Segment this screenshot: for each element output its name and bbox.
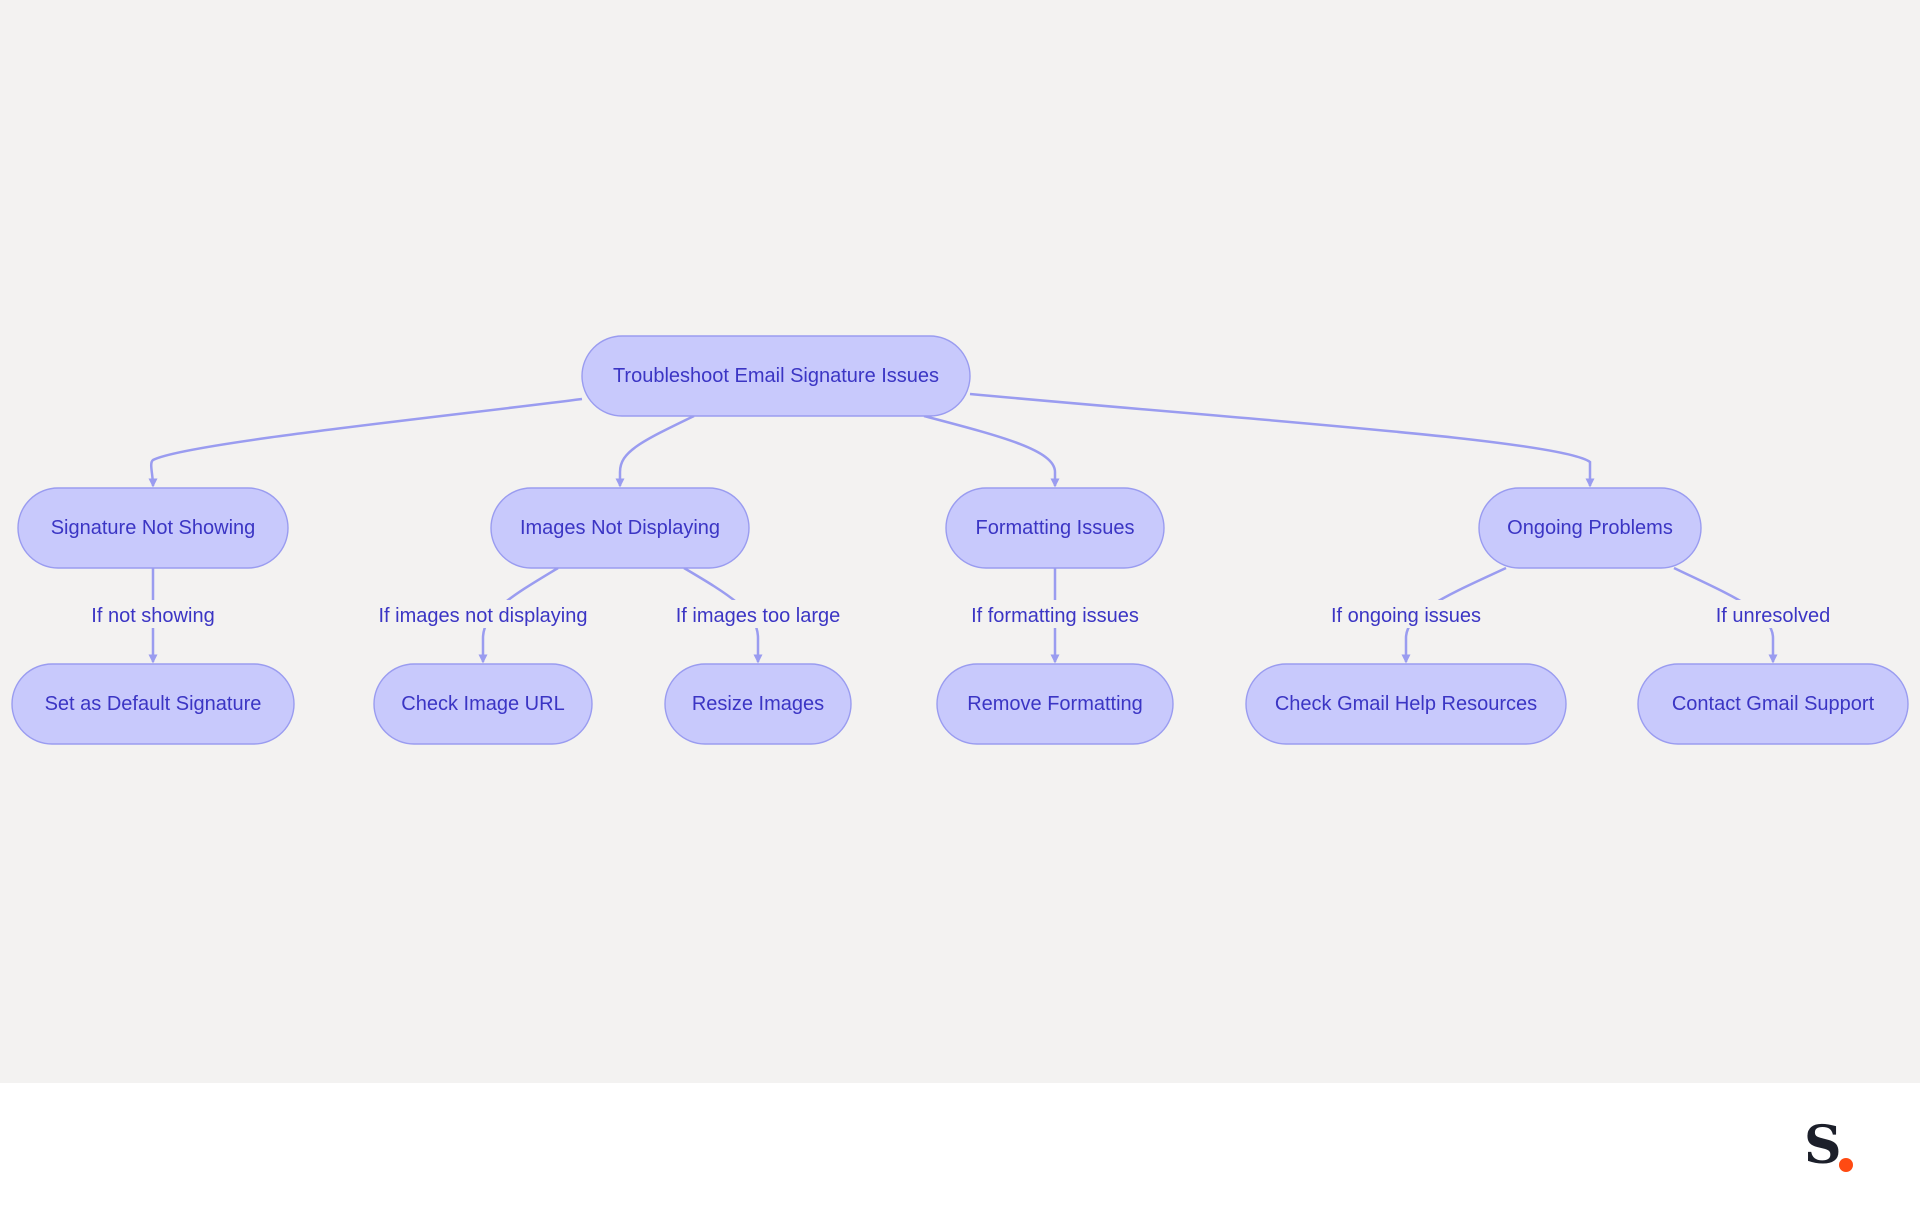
node-check-gmail-help-resources-shape bbox=[1245, 663, 1567, 745]
node-formatting-issues-shape bbox=[945, 487, 1165, 569]
brand-logo-dot-icon bbox=[1839, 1158, 1853, 1172]
edge-label-bg bbox=[84, 600, 222, 628]
node-set-as-default-signature: Set as Default Signature bbox=[11, 663, 295, 745]
edge-label-if-not-showing: If not showing bbox=[91, 605, 214, 627]
node-resize-images: Resize Images bbox=[664, 663, 852, 745]
node-ongoing-problems: Ongoing Problems bbox=[1478, 487, 1702, 569]
node-formatting-issues: Formatting Issues bbox=[945, 487, 1165, 569]
node-resize-images-shape bbox=[664, 663, 852, 745]
diagram-canvas: If not showing If images not displaying … bbox=[0, 0, 1920, 1083]
node-remove-formatting-label: Remove Formatting bbox=[967, 693, 1143, 715]
edge-labels: If not showing If images not displaying … bbox=[84, 600, 1836, 628]
node-set-as-default-signature-shape bbox=[11, 663, 295, 745]
edge-root-to-formatting-issues bbox=[923, 414, 1060, 488]
edge-label-bg bbox=[670, 600, 846, 628]
node-signature-not-showing: Signature Not Showing bbox=[17, 487, 289, 569]
edge-label-bg bbox=[372, 600, 594, 628]
node-check-image-url-label: Check Image URL bbox=[401, 693, 564, 715]
node-root-label: Troubleshoot Email Signature Issues bbox=[613, 365, 939, 387]
node-root: Troubleshoot Email Signature Issues bbox=[581, 335, 971, 417]
node-check-image-url-shape bbox=[373, 663, 593, 745]
edge-label-if-ongoing-issues: If ongoing issues bbox=[1331, 605, 1481, 627]
node-check-gmail-help-resources: Check Gmail Help Resources bbox=[1245, 663, 1567, 745]
edge-label-if-images-too-large: If images too large bbox=[676, 605, 841, 627]
node-remove-formatting-shape bbox=[936, 663, 1174, 745]
node-remove-formatting: Remove Formatting bbox=[936, 663, 1174, 745]
brand-logo-icon: S bbox=[1804, 1118, 1864, 1178]
node-images-not-displaying: Images Not Displaying bbox=[490, 487, 750, 569]
edge-label-if-formatting-issues: If formatting issues bbox=[971, 605, 1139, 627]
node-ongoing-problems-label: Ongoing Problems bbox=[1507, 517, 1673, 539]
edge-label-if-unresolved: If unresolved bbox=[1716, 605, 1831, 627]
edge-root-to-images-not-displaying bbox=[615, 414, 695, 488]
edge-label-bg bbox=[1710, 600, 1836, 628]
edge-label-if-images-not-displaying: If images not displaying bbox=[378, 605, 587, 627]
flowchart: If not showing If images not displaying … bbox=[11, 335, 1909, 745]
nodes: Troubleshoot Email Signature Issues Sign… bbox=[11, 335, 1909, 745]
node-check-image-url: Check Image URL bbox=[373, 663, 593, 745]
edge-root-to-ongoing-problems bbox=[969, 392, 1595, 488]
node-images-not-displaying-shape bbox=[490, 487, 750, 569]
footer-bar bbox=[0, 1083, 1920, 1215]
node-ongoing-problems-shape bbox=[1478, 487, 1702, 569]
edge-label-bg bbox=[964, 600, 1146, 628]
node-contact-gmail-support-shape bbox=[1637, 663, 1909, 745]
node-signature-not-showing-label: Signature Not Showing bbox=[51, 517, 256, 539]
node-formatting-issues-label: Formatting Issues bbox=[976, 517, 1135, 539]
node-contact-gmail-support: Contact Gmail Support bbox=[1637, 663, 1909, 745]
edge-root-to-signature-not-showing bbox=[148, 397, 583, 488]
node-set-as-default-signature-label: Set as Default Signature bbox=[45, 693, 262, 715]
node-root-shape bbox=[581, 335, 971, 417]
node-resize-images-label: Resize Images bbox=[692, 693, 824, 715]
node-check-gmail-help-resources-label: Check Gmail Help Resources bbox=[1275, 693, 1537, 715]
node-images-not-displaying-label: Images Not Displaying bbox=[520, 517, 720, 539]
node-contact-gmail-support-label: Contact Gmail Support bbox=[1672, 693, 1875, 715]
brand-logo-letter: S bbox=[1804, 1115, 1842, 1176]
edge-label-bg bbox=[1326, 600, 1486, 628]
node-signature-not-showing-shape bbox=[17, 487, 289, 569]
